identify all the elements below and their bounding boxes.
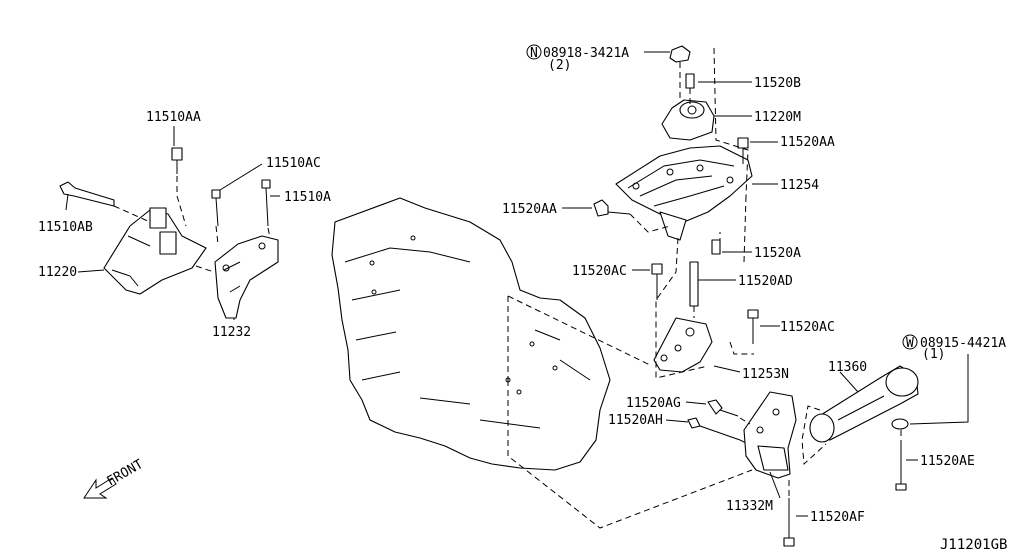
callout-11254: 11254 bbox=[780, 178, 819, 193]
dashed-lines-bottom-right bbox=[507, 380, 902, 529]
front-label: FRONT bbox=[105, 457, 147, 490]
bracket-11232 bbox=[214, 235, 279, 319]
callout-11510ac: 11510AC bbox=[266, 156, 321, 171]
callout-11253n: 11253N bbox=[742, 367, 789, 382]
callout-symbol-n: N bbox=[526, 44, 542, 61]
front-arrow bbox=[83, 477, 117, 499]
callout-08918-3421a: 08918-3421A bbox=[543, 46, 629, 61]
callout-11520a: 11520A bbox=[754, 246, 801, 261]
callout-symbol-w: W bbox=[902, 334, 918, 351]
callout-11520ae: 11520AE bbox=[920, 454, 975, 469]
callout-symbol-n-text: N bbox=[530, 46, 538, 61]
callout-11520ag: 11520AG bbox=[626, 396, 681, 411]
callout-11232: 11232 bbox=[212, 325, 251, 340]
insulator-11220M bbox=[661, 99, 715, 141]
callout-11510ab: 11510AB bbox=[38, 220, 93, 235]
callout-11220: 11220 bbox=[38, 265, 77, 280]
callout-08915-4421a: 08915-4421A bbox=[920, 336, 1006, 351]
callout-11332m: 11332M bbox=[726, 499, 773, 514]
callout-11520aa-left: 11520AA bbox=[502, 202, 557, 217]
bracket-11254 bbox=[615, 145, 753, 241]
bolts-top-right bbox=[593, 137, 759, 344]
diagram-id: J11201GB bbox=[940, 537, 1007, 553]
bracket-11253N bbox=[653, 317, 713, 373]
dashed-lines-top-right bbox=[507, 47, 754, 380]
mount-11220-left bbox=[103, 207, 207, 295]
washer-08915 bbox=[891, 418, 909, 430]
callout-symbol-w-text: W bbox=[906, 336, 914, 351]
stud-11520B bbox=[685, 73, 695, 89]
engine-block bbox=[331, 197, 611, 471]
bolts-left-group bbox=[59, 147, 271, 227]
callout-11520ah: 11520AH bbox=[608, 413, 663, 428]
callout-11520ad: 11520AD bbox=[738, 274, 793, 289]
callout-11520ac-right: 11520AC bbox=[780, 320, 835, 335]
leader-lines bbox=[65, 51, 969, 517]
callout-11510a: 11510A bbox=[284, 190, 331, 205]
bracket-11332M bbox=[743, 391, 797, 479]
bolts-bottom-right bbox=[687, 399, 907, 547]
callout-11510aa: 11510AA bbox=[146, 110, 201, 125]
nut-08918 bbox=[669, 45, 691, 63]
callout-11220m: 11220M bbox=[754, 110, 801, 125]
callout-08915-qty: (1) bbox=[922, 347, 945, 362]
callout-08918-qty: (2) bbox=[548, 58, 571, 73]
dashed-lines-left bbox=[113, 176, 271, 273]
callout-11520b: 11520B bbox=[754, 76, 801, 91]
callout-11520aa-right: 11520AA bbox=[780, 135, 835, 150]
callout-11520af: 11520AF bbox=[810, 510, 865, 525]
callout-11520ac-left: 11520AC bbox=[572, 264, 627, 279]
torque-rod-11360 bbox=[809, 365, 919, 443]
callout-11360: 11360 bbox=[828, 360, 867, 375]
